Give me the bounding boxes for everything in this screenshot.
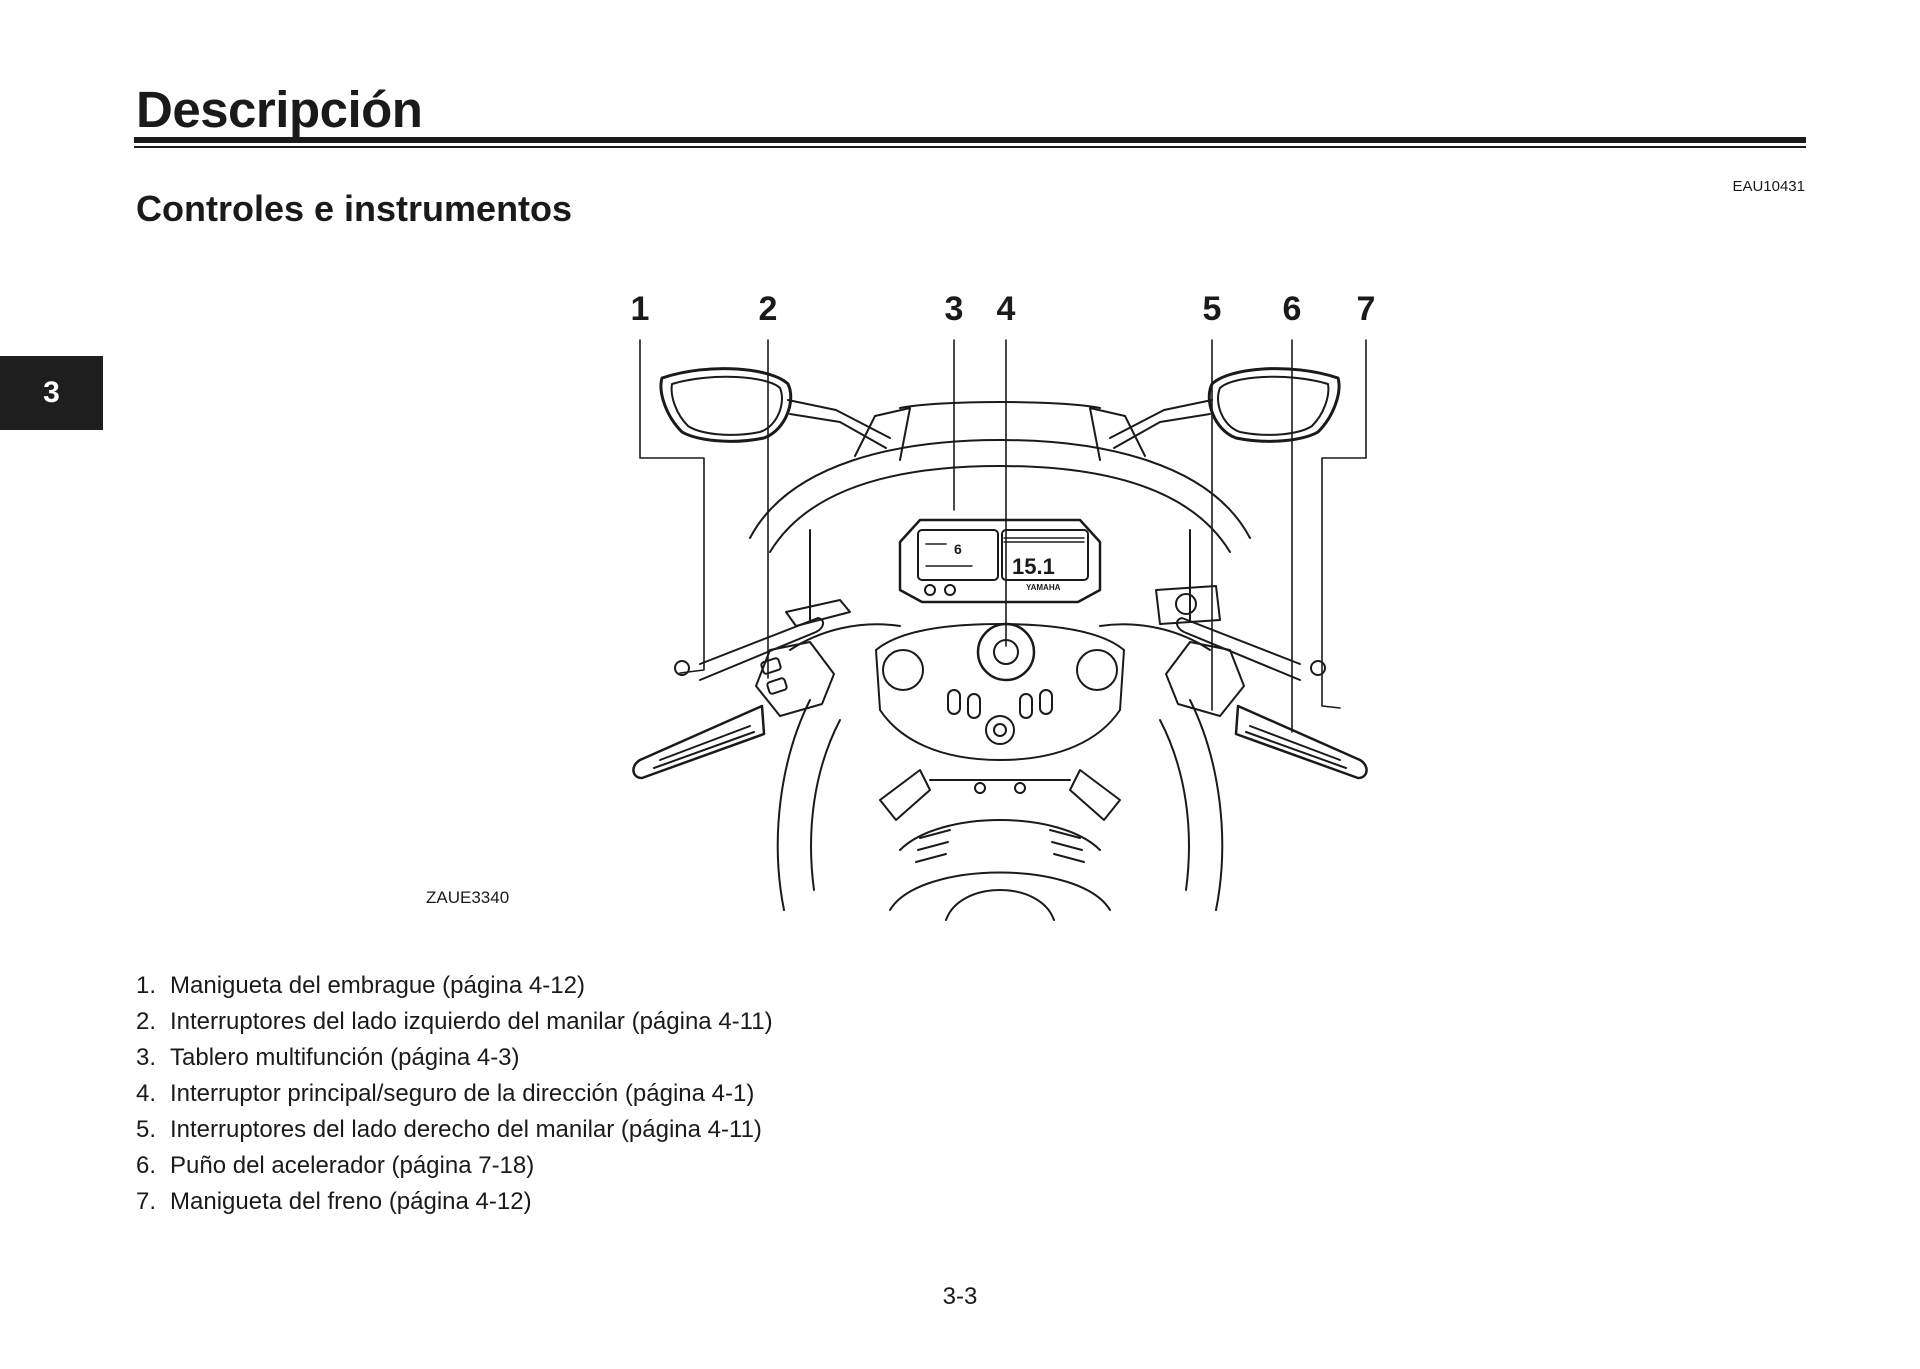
legend-item: 3. Tablero multifunción (página 4-3) xyxy=(136,1040,773,1076)
header-rule-thin xyxy=(134,146,1806,148)
legend-item: 6. Puño del acelerador (página 7-18) xyxy=(136,1148,773,1184)
triple-clamp xyxy=(875,622,1125,761)
header-rule-thick xyxy=(134,137,1806,143)
callout-2: 2 xyxy=(758,290,778,328)
controls-figure: 6 15.1 YAMAHA xyxy=(600,290,1400,930)
legend-text: Interruptores del lado derecho del manil… xyxy=(170,1116,762,1143)
legend-text: Interruptores del lado izquierdo del man… xyxy=(170,1008,773,1035)
figure-code: ZAUE3340 xyxy=(426,888,510,907)
legend-number: 7. xyxy=(136,1188,157,1215)
callout-3: 3 xyxy=(944,290,964,328)
legend-text: Interruptor principal/seguro de la direc… xyxy=(170,1080,755,1107)
legend-item: 1. Manigueta del embrague (página 4-12) xyxy=(136,968,773,1004)
page-title: Descripción xyxy=(136,81,423,138)
legend-item: 2. Interruptores del lado izquierdo del m… xyxy=(136,1004,773,1040)
left-mirror xyxy=(659,367,891,449)
right-mirror xyxy=(1109,367,1341,449)
callout-6: 6 xyxy=(1282,290,1302,328)
legend-item: 5. Interruptores del lado derecho del man… xyxy=(136,1112,773,1148)
chapter-tab: 3 xyxy=(0,356,103,430)
legend-number: 2. xyxy=(136,1008,157,1035)
callout-1: 1 xyxy=(630,290,650,328)
display-gear: 6 xyxy=(954,541,962,557)
callout-4: 4 xyxy=(996,290,1016,328)
legend-text: Puño del acelerador (página 7-18) xyxy=(170,1152,535,1179)
legend-list: 1. Manigueta del embrague (página 4-12) 2… xyxy=(136,968,773,1220)
legend-text: Tablero multifunción (página 4-3) xyxy=(170,1044,520,1071)
upper-fairing xyxy=(749,401,1251,621)
right-handlebar xyxy=(1099,585,1368,780)
section-title: Controles e instrumentos xyxy=(136,188,573,229)
legend-item: 7. Manigueta del freno (página 4-12) xyxy=(136,1184,773,1220)
leader-lines xyxy=(639,339,1367,733)
callout-5: 5 xyxy=(1202,290,1222,328)
brand-label: YAMAHA xyxy=(1026,583,1061,592)
legend-number: 1. xyxy=(136,972,157,999)
page-number: 3-3 xyxy=(942,1283,978,1310)
document-code: EAU10431 xyxy=(1732,178,1805,195)
legend-number: 3. xyxy=(136,1044,157,1071)
instrument-panel: 6 15.1 YAMAHA xyxy=(898,518,1102,604)
legend-item: 4. Interruptor principal/seguro de la dir… xyxy=(136,1076,773,1112)
legend-number: 4. xyxy=(136,1080,157,1107)
legend-number: 5. xyxy=(136,1116,157,1143)
callout-7: 7 xyxy=(1356,290,1376,328)
left-handlebar xyxy=(632,599,901,780)
legend-number: 6. xyxy=(136,1152,157,1179)
legend-text: Manigueta del freno (página 4-12) xyxy=(170,1188,532,1215)
lower-fairing xyxy=(776,699,1224,921)
legend-text: Manigueta del embrague (página 4-12) xyxy=(170,972,585,999)
display-speed: 15.1 xyxy=(1012,554,1055,579)
figure-callouts: 1 2 3 4 5 6 7 xyxy=(600,290,1400,350)
